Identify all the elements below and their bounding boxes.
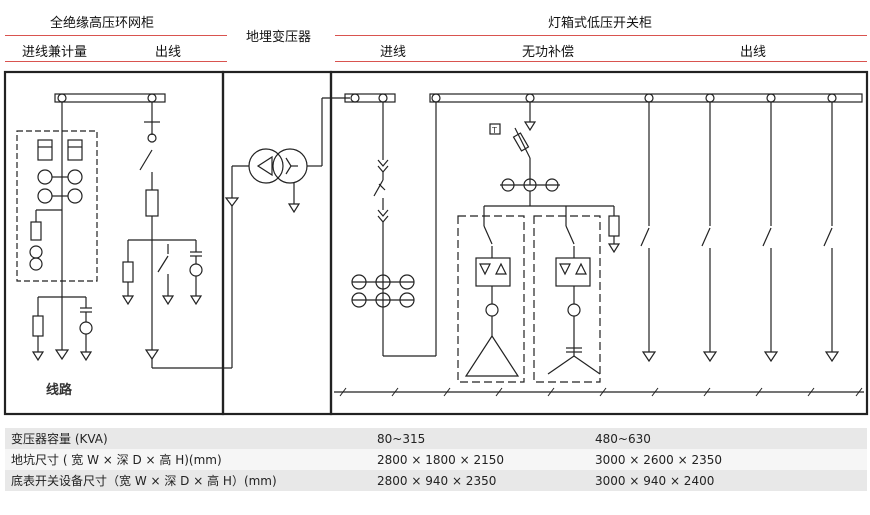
lv-frame xyxy=(329,70,869,416)
hv-earth-switch xyxy=(157,255,169,273)
comp-branch-1-dashed xyxy=(457,215,525,383)
ct-3 xyxy=(37,188,53,204)
comp-branch-2-dashed xyxy=(533,215,601,383)
hv-fuse xyxy=(145,189,159,217)
hv-header-rule xyxy=(5,35,227,36)
transformer-frame xyxy=(221,70,333,416)
hv-outgoing-label: 出线 xyxy=(155,45,182,60)
hv-indicator xyxy=(79,321,93,335)
transformer-wye-symbol xyxy=(285,157,292,175)
comp-branch-2-thyristor xyxy=(555,257,591,287)
lv-cabinet-title: 灯箱式低压开关柜 xyxy=(548,16,653,31)
hv-surge-arrester xyxy=(32,315,44,337)
spec-value-small: 2800 × 940 × 2350 xyxy=(371,470,589,491)
transformer-delta-symbol xyxy=(256,155,273,177)
lv-incoming-busbar xyxy=(344,93,396,103)
lv-outgoing-feeder-2 xyxy=(701,102,718,363)
hv-out-surge-arrester xyxy=(122,261,134,283)
hv-frame xyxy=(3,70,225,416)
hv-bus-terminal-right xyxy=(147,93,157,103)
lv-outgoing-feeder-1 xyxy=(640,102,657,363)
transformer-primary-winding xyxy=(248,148,284,184)
ct-4 xyxy=(67,188,83,204)
spec-value-large: 3000 × 2600 × 2350 xyxy=(589,449,867,470)
spec-label: 变压器容量 (KVA) xyxy=(5,428,371,449)
comp-branch-2-switch xyxy=(565,225,575,245)
meter-1 xyxy=(37,139,53,161)
spec-value-small: 80~315 xyxy=(371,428,589,449)
comp-ground-marker xyxy=(523,121,537,132)
ct-2 xyxy=(67,169,83,185)
comp-fuse xyxy=(512,132,530,152)
comp-branch-1-reactor xyxy=(485,303,499,317)
comp-ground xyxy=(607,243,621,254)
transformer-title: 地埋变压器 xyxy=(246,30,312,45)
lv-outgoing-label: 出线 xyxy=(740,45,767,60)
box-t-icon xyxy=(489,123,501,135)
table-row: 变压器容量 (KVA) 80~315 480~630 xyxy=(5,428,867,449)
transformer-secondary-winding xyxy=(272,148,308,184)
lv-reactive-comp-label: 无功补偿 xyxy=(522,45,575,60)
lv-main-breaker xyxy=(373,179,384,197)
hv-ground-1 xyxy=(31,351,45,362)
spec-table: 变压器容量 (KVA) 80~315 480~630 地坑尺寸 ( 宽 W × … xyxy=(5,428,867,491)
hv-busbar xyxy=(54,93,166,103)
comp-branch-2-capacitor-wye xyxy=(547,355,575,375)
spec-value-large: 480~630 xyxy=(589,428,867,449)
spec-value-large: 3000 × 940 × 2400 xyxy=(589,470,867,491)
table-row: 底表开关设备尺寸（宽 W × 深 D × 高 H）(mm) 2800 × 940… xyxy=(5,470,867,491)
line-label: 线路 xyxy=(46,382,73,398)
hv-header-bottom-rule xyxy=(5,61,227,62)
lv-header-rule xyxy=(335,35,867,36)
pt-coil-1 xyxy=(29,245,43,259)
hv-load-switch xyxy=(139,149,153,171)
comp-branch-1-switch xyxy=(483,225,493,245)
ct-1 xyxy=(37,169,53,185)
lv-main-busbar xyxy=(429,93,863,103)
hv-out-ground-3 xyxy=(189,295,203,306)
hv-ground-2 xyxy=(79,351,93,362)
lv-header-bottom-rule xyxy=(335,61,867,62)
meter-2 xyxy=(67,139,83,161)
lv-outgoing-feeder-3 xyxy=(762,102,779,363)
spec-label: 底表开关设备尺寸（宽 W × 深 D × 高 H）(mm) xyxy=(5,470,371,491)
hv-cabinet-title: 全绝缘高压环网柜 xyxy=(50,16,155,31)
hv-outgoing-cable-end xyxy=(144,349,160,361)
single-line-diagram: 线路 T xyxy=(3,70,869,416)
comp-surge-arrester xyxy=(608,215,620,237)
comp-branch-1-capacitor-delta xyxy=(464,334,520,377)
table-row: 地坑尺寸 ( 宽 W × 深 D × 高 H)(mm) 2800 × 1800 … xyxy=(5,449,867,470)
transformer-hv-ground xyxy=(224,197,240,207)
box-t-label: T xyxy=(491,126,497,135)
hv-out-ground-1 xyxy=(121,295,135,306)
lv-withdrawable-contact-top xyxy=(377,159,389,167)
comp-branch-1-thyristor xyxy=(475,257,511,287)
spec-label: 地坑尺寸 ( 宽 W × 深 D × 高 H)(mm) xyxy=(5,449,371,470)
hv-outgoing-terminal xyxy=(147,133,157,143)
lv-outgoing-feeder-4 xyxy=(823,102,840,363)
hv-out-ground-2 xyxy=(161,295,175,306)
hv-incoming-metering-label: 进线兼计量 xyxy=(22,45,88,60)
hv-out-indicator xyxy=(189,263,203,277)
pt-coil-2 xyxy=(29,257,43,271)
comp-branch-2-reactor xyxy=(567,303,581,317)
metering-dashed-box xyxy=(16,130,98,282)
lv-incoming-label: 进线 xyxy=(380,45,407,60)
hv-incoming-cable-end xyxy=(54,349,70,361)
hv-bus-terminal-left xyxy=(57,93,67,103)
spec-value-small: 2800 × 1800 × 2150 xyxy=(371,449,589,470)
lv-withdrawable-contact-bottom xyxy=(377,209,389,217)
transformer-neutral-ground xyxy=(287,203,301,214)
pt-fuse xyxy=(30,221,42,241)
